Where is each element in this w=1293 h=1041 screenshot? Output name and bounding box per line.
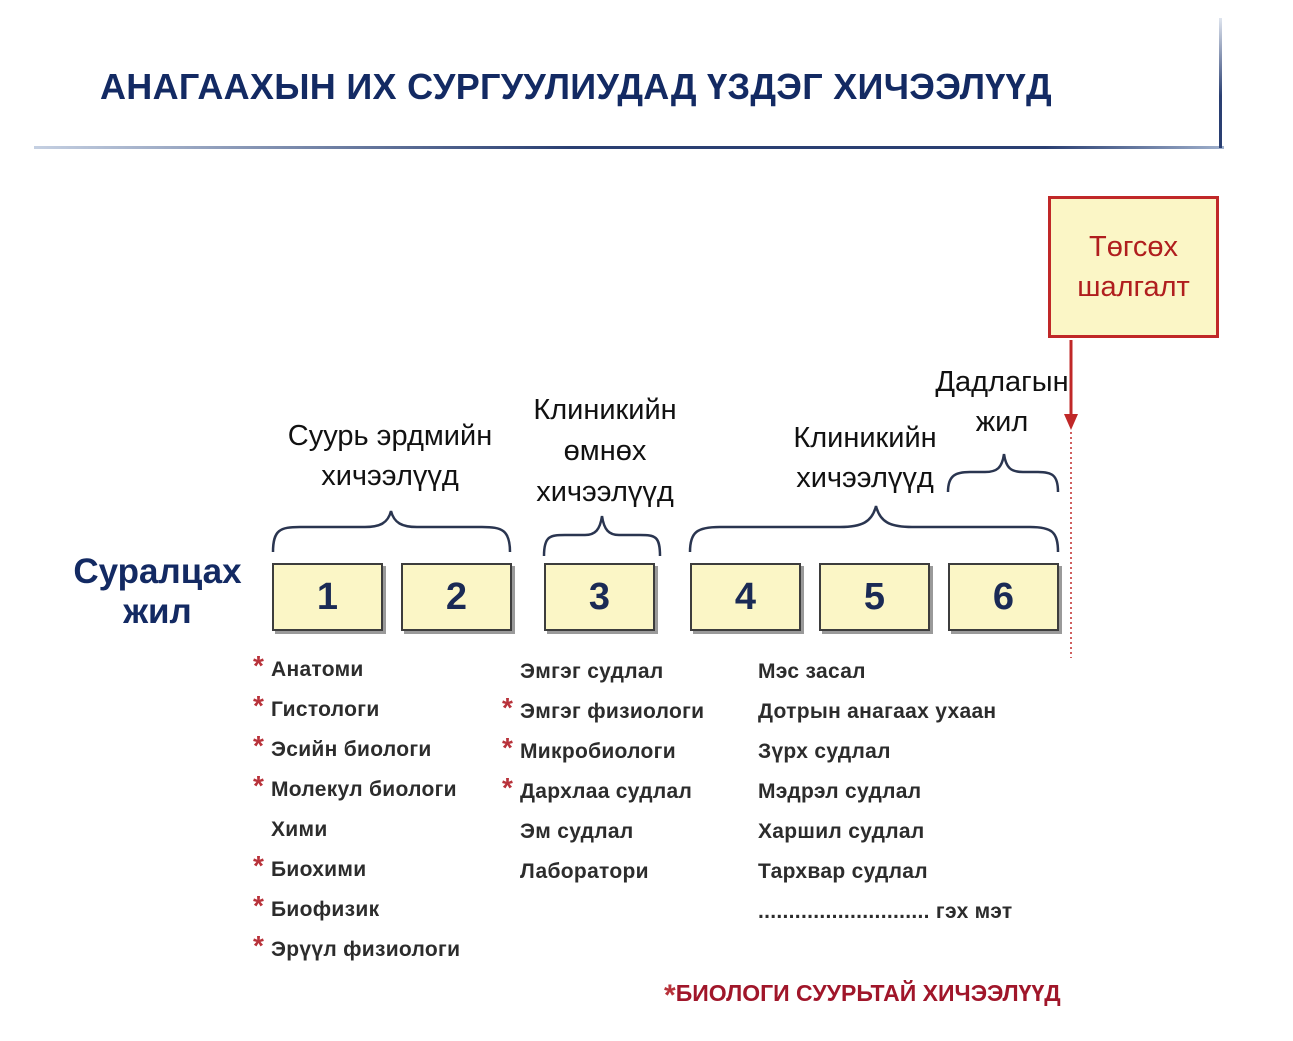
brace-clinical [688,505,1060,553]
phase-label-preclinical: Клиникийн өмнөх хичээлүүд [533,394,677,508]
phase-label-clinical: Клиникийн хичээлүүд [793,422,937,494]
course-item: * Микробиологи [502,732,704,772]
course-item: ............................ гэх мэт [740,892,1012,932]
course-item: * Молекул биологи [253,770,460,810]
biology-star-icon: * [253,930,265,961]
course-name: Биохими [271,858,367,881]
footnote: *БИОЛОГИ СУУРЬТАЙ ХИЧЭЭЛҮҮД [664,975,1061,1012]
course-name: Дотрын анагаах ухаан [758,700,997,723]
page-title: АНАГААХЫН ИХ СУРГУУЛИУДАД ҮЗДЭГ ХИЧЭЭЛҮҮ… [100,66,1052,107]
course-item: * Эсийн биологи [253,730,460,770]
header-vertical-divider [1219,18,1222,148]
course-item: Мэдрэл судлал [740,772,1012,812]
brace-preclinical [542,515,662,557]
course-name: Биофизик [271,898,380,921]
course-name: Эсийн биологи [271,738,432,761]
course-name: Мэс засал [758,660,866,683]
course-item: * Дархлаа судлал [502,772,704,812]
brace-practice [946,453,1060,493]
course-name: ............................ гэх мэт [758,900,1013,923]
footnote-star: * [664,979,676,1012]
course-item: Эмгэг судлал [502,652,704,692]
biology-star-icon: * [253,650,265,681]
biology-star-icon: * [253,890,265,921]
exam-arrow-head [1064,414,1078,430]
year-box-1: 1 [272,563,383,631]
year-box-2: 2 [401,563,512,631]
year-box-6: 6 [948,563,1059,631]
biology-star-icon: * [253,850,265,881]
year-box-5: 5 [819,563,930,631]
biology-star-icon: * [253,690,265,721]
course-name: Микробиологи [520,740,676,763]
course-name: Гистологи [271,698,380,721]
course-name: Анатоми [271,658,364,681]
course-list-preclinical: Эмгэг судлал * Эмгэг физиологи * Микробиолог… [502,652,704,892]
course-item: * Биофизик [253,890,460,930]
brace-basic [271,510,512,553]
footnote-text: БИОЛОГИ СУУРЬТАЙ ХИЧЭЭЛҮҮД [675,980,1061,1006]
biology-star-icon: * [502,692,514,723]
biology-star-icon: * [502,772,514,803]
course-list-basic: * Анатоми * Гистологи * Эсийн биологи * Молекул… [253,650,460,970]
course-name: Мэдрэл судлал [758,780,922,803]
course-item: Мэс засал [740,652,1012,692]
course-name: Лаборатори [520,860,649,883]
course-item: * Эмгэг физиологи [502,692,704,732]
course-name: Хими [271,818,328,841]
year-box-3: 3 [544,563,655,631]
course-name: Тархвар судлал [758,860,928,883]
study-year-label: Суралцах жил [73,552,242,631]
biology-star-icon: * [253,770,265,801]
course-item: Хими [253,810,460,850]
graduation-exam-box: Төгсөх шалгалт [1048,196,1219,338]
course-name: Зүрх судлал [758,740,891,763]
course-item: * Анатоми [253,650,460,690]
phase-label-practice: Дадлагын жил [935,366,1069,438]
course-item: Харшил судлал [740,812,1012,852]
course-item: Дотрын анагаах ухаан [740,692,1012,732]
course-name: Харшил судлал [758,820,925,843]
header-divider [34,146,1224,149]
course-name: Эрүүл физиологи [271,938,461,961]
course-item: * Эрүүл физиологи [253,930,460,970]
course-item: Тархвар судлал [740,852,1012,892]
course-item: * Гистологи [253,690,460,730]
course-name: Эмгэг судлал [520,660,664,683]
course-name: Молекул биологи [271,778,457,801]
course-name: Эм судлал [520,820,634,843]
biology-star-icon: * [253,730,265,761]
course-name: Эмгэг физиологи [520,700,705,723]
year-box-4: 4 [690,563,801,631]
biology-star-icon: * [502,732,514,763]
course-item: Зүрх судлал [740,732,1012,772]
course-item: Эм судлал [502,812,704,852]
course-item: * Биохими [253,850,460,890]
course-item: Лаборатори [502,852,704,892]
phase-label-basic: Суурь эрдмийн хичээлүүд [287,420,493,492]
course-name: Дархлаа судлал [520,780,693,803]
